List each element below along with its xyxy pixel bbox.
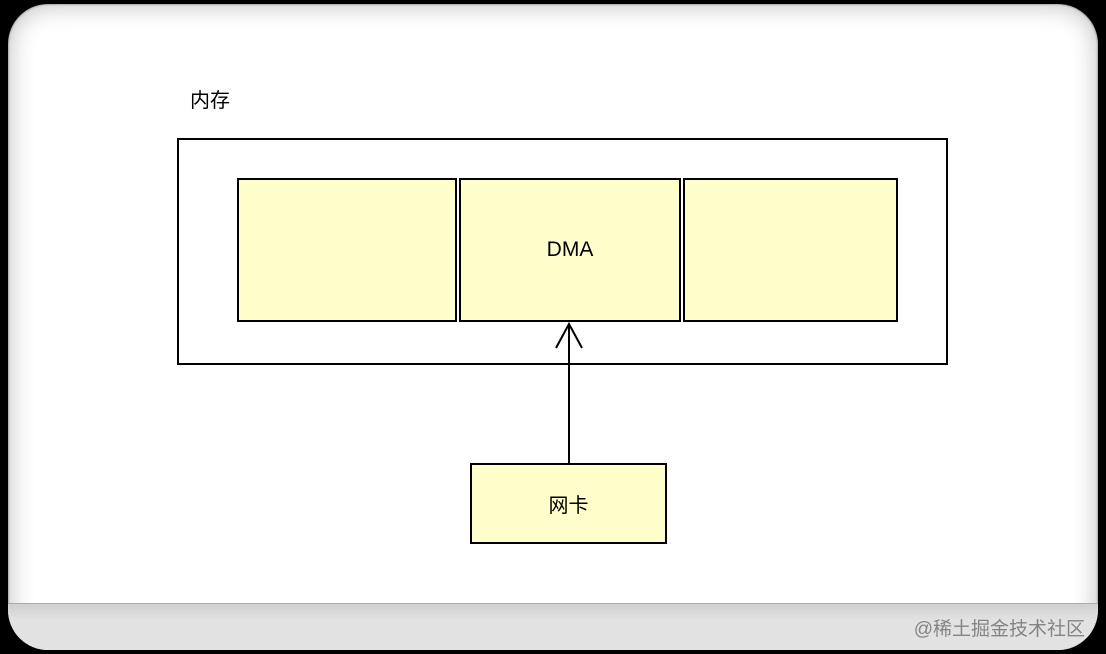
nic-box: 网卡: [470, 463, 667, 544]
memory-segment-left: [237, 178, 457, 322]
footer-strip: @稀土掘金技术社区: [8, 603, 1098, 650]
memory-label: 内存: [190, 90, 230, 112]
memory-segment-right: [683, 178, 898, 322]
memory-segment-row: DMA: [237, 178, 898, 322]
diagram-page: 内存 DMA 网卡 @稀土掘金技术社区: [8, 4, 1098, 650]
watermark-text: @稀土掘金技术社区: [913, 618, 1085, 640]
nic-to-dma-arrow-icon: [555, 321, 583, 464]
memory-segment-dma: DMA: [459, 178, 681, 322]
